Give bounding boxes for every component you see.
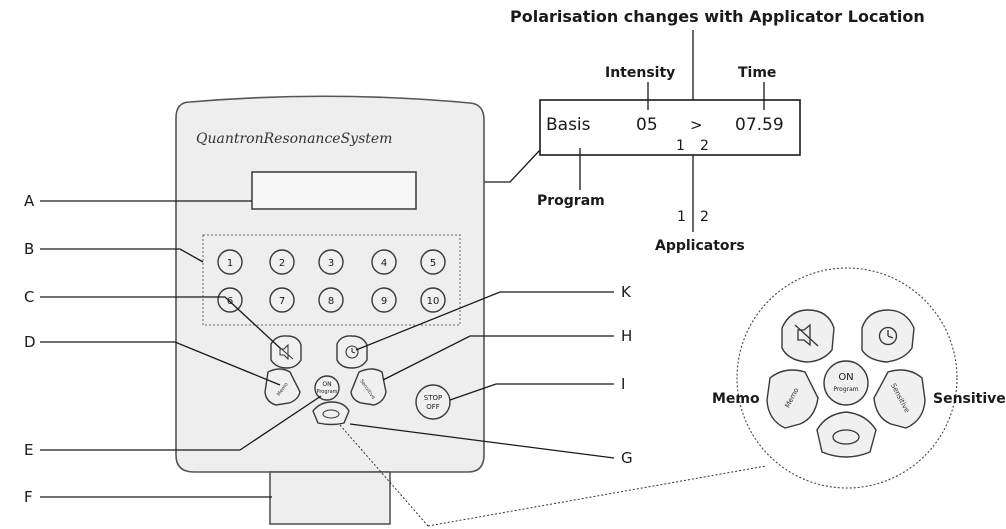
callout-letter-b: B — [24, 240, 34, 258]
zoom-timer-button[interactable] — [861, 309, 915, 363]
callout-line-b — [40, 248, 204, 263]
zoom-on-program-button[interactable]: ON Program — [823, 360, 869, 406]
applicators-label: Applicators — [655, 238, 745, 254]
sensitive-button[interactable]: Sensitive — [350, 368, 387, 406]
display-time: 07.59 — [735, 115, 784, 135]
number-button-3[interactable]: 3 — [318, 249, 344, 275]
callout-letter-k: K — [621, 283, 632, 301]
callout-line-d — [40, 341, 281, 386]
on-program-button[interactable]: ON Program — [314, 375, 340, 401]
callout-line-g — [349, 423, 615, 459]
zoom-clear-icon — [832, 429, 860, 445]
keypad-frame — [202, 234, 461, 326]
svg-text:ON: ON — [838, 372, 853, 383]
callout-letter-i: I — [621, 375, 625, 393]
display-intensity: 05 — [636, 115, 658, 135]
zoom-memo-label: Memo — [712, 391, 760, 407]
display-program: Basis — [546, 115, 591, 135]
callout-letter-a: A — [24, 192, 35, 210]
zoom-timer-icon — [878, 326, 898, 346]
callout-line-e — [40, 395, 322, 451]
svg-text:2: 2 — [279, 258, 285, 269]
svg-text:10: 10 — [427, 296, 440, 307]
number-button-1[interactable]: 1 — [217, 249, 243, 275]
svg-text:4: 4 — [381, 258, 387, 269]
number-button-7[interactable]: 7 — [269, 287, 295, 313]
callout-letter-g: G — [621, 449, 633, 467]
zoom-sensitive-button[interactable]: Sensitive — [873, 369, 926, 429]
clear-icon — [322, 409, 340, 419]
callout-letter-d: D — [24, 333, 36, 351]
timer-icon — [345, 345, 359, 359]
svg-text:1: 1 — [227, 258, 233, 269]
number-button-10[interactable]: 10 — [420, 287, 446, 313]
display-arrow: > — [690, 116, 703, 134]
zoom-mute-button[interactable] — [781, 309, 835, 363]
callout-letter-f: F — [24, 488, 33, 506]
callout-letter-c: C — [24, 288, 34, 306]
svg-text:3: 3 — [328, 258, 334, 269]
zoom-clear-button[interactable] — [816, 411, 877, 458]
applicators-num-2: 2 — [700, 209, 709, 225]
timer-button[interactable] — [336, 335, 368, 369]
applicators-num-1: 1 — [677, 209, 686, 225]
number-button-5[interactable]: 5 — [420, 249, 446, 275]
number-button-8[interactable]: 8 — [318, 287, 344, 313]
stop-off-button[interactable]: STOP OFF — [415, 384, 451, 420]
device-display-window — [251, 171, 417, 210]
svg-text:Program: Program — [316, 389, 337, 395]
svg-text:Program: Program — [833, 386, 858, 393]
clear-button[interactable] — [312, 401, 350, 426]
mute-button[interactable] — [270, 335, 302, 369]
polarisation-title: Polarisation changes with Applicator Loc… — [510, 7, 925, 26]
callout-line-c — [40, 296, 281, 349]
zoom-memo-button[interactable]: Memo — [766, 369, 819, 429]
svg-text:ON: ON — [322, 381, 331, 388]
device-brand-text: QuantronResonanceSystem — [196, 131, 392, 147]
callout-letter-h: H — [621, 327, 632, 345]
callout-letter-e: E — [24, 441, 33, 459]
zoom-sensitive-label: Sensitive — [933, 391, 1006, 407]
svg-text:8: 8 — [328, 296, 334, 307]
display-applicator-2: 2 — [700, 138, 709, 154]
callout-line-i — [449, 383, 614, 401]
zoom-mute-icon — [794, 323, 819, 347]
time-label: Time — [738, 65, 776, 81]
number-button-6[interactable]: 6 — [217, 287, 243, 313]
svg-text:STOP: STOP — [424, 394, 442, 402]
callout-line-h — [382, 335, 614, 381]
svg-text:7: 7 — [279, 296, 285, 307]
memo-button[interactable]: Memo — [264, 368, 301, 406]
display-readout — [539, 99, 801, 156]
number-button-2[interactable]: 2 — [269, 249, 295, 275]
callout-line-k — [355, 291, 614, 351]
svg-text:5: 5 — [430, 258, 436, 269]
connector-plug — [269, 471, 391, 525]
zoom-link-line-2 — [427, 465, 767, 527]
display-applicator-1: 1 — [676, 138, 685, 154]
number-button-9[interactable]: 9 — [371, 287, 397, 313]
program-label: Program — [537, 193, 605, 209]
number-button-4[interactable]: 4 — [371, 249, 397, 275]
svg-text:9: 9 — [381, 296, 387, 307]
intensity-label: Intensity — [605, 65, 675, 81]
mute-icon — [277, 343, 294, 361]
svg-text:OFF: OFF — [426, 403, 440, 411]
